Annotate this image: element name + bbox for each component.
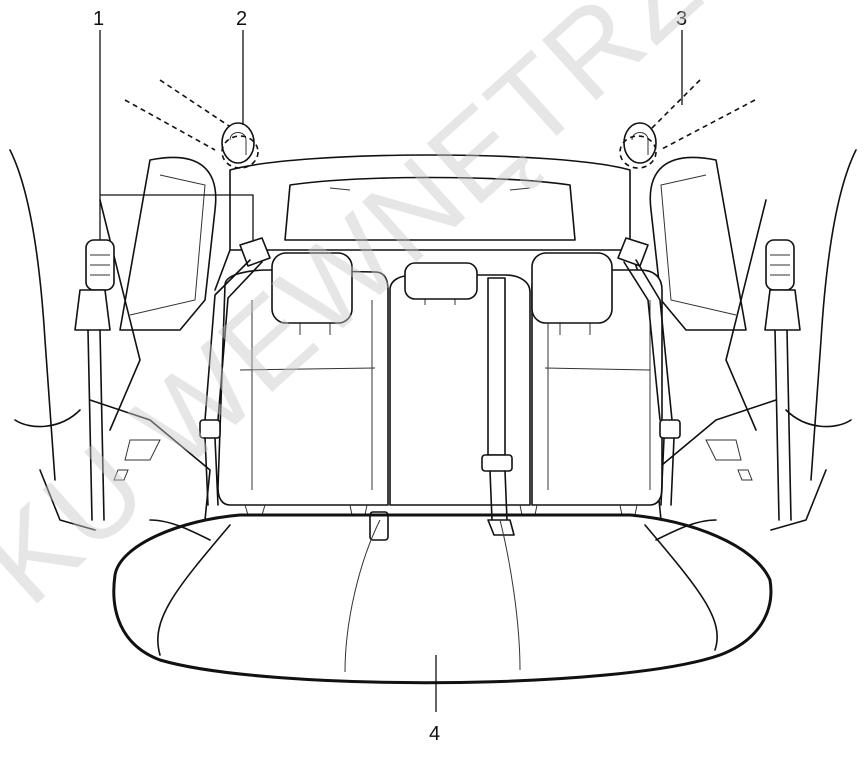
right-door-panel: [649, 149, 857, 541]
right-outer-seatbelt: [764, 239, 801, 521]
right-roof-handle: [619, 79, 756, 169]
leader-lines: [99, 30, 683, 712]
left-headrest: [271, 252, 353, 335]
right-seat-seatbelt: [617, 237, 681, 506]
seat-cushion: [112, 513, 773, 685]
center-headrest: [404, 262, 478, 305]
left-seat-seatbelt: [199, 237, 271, 506]
seat-buckles: [244, 504, 638, 541]
center-seatbelt: [481, 277, 515, 536]
left-roof-handle: [124, 79, 259, 169]
right-headrest: [531, 252, 613, 335]
callout-2: 2: [236, 8, 247, 30]
left-seatback: [217, 269, 389, 506]
callout-1: 1: [93, 8, 104, 30]
callout-4: 4: [429, 723, 440, 745]
callout-3: 3: [676, 8, 687, 30]
